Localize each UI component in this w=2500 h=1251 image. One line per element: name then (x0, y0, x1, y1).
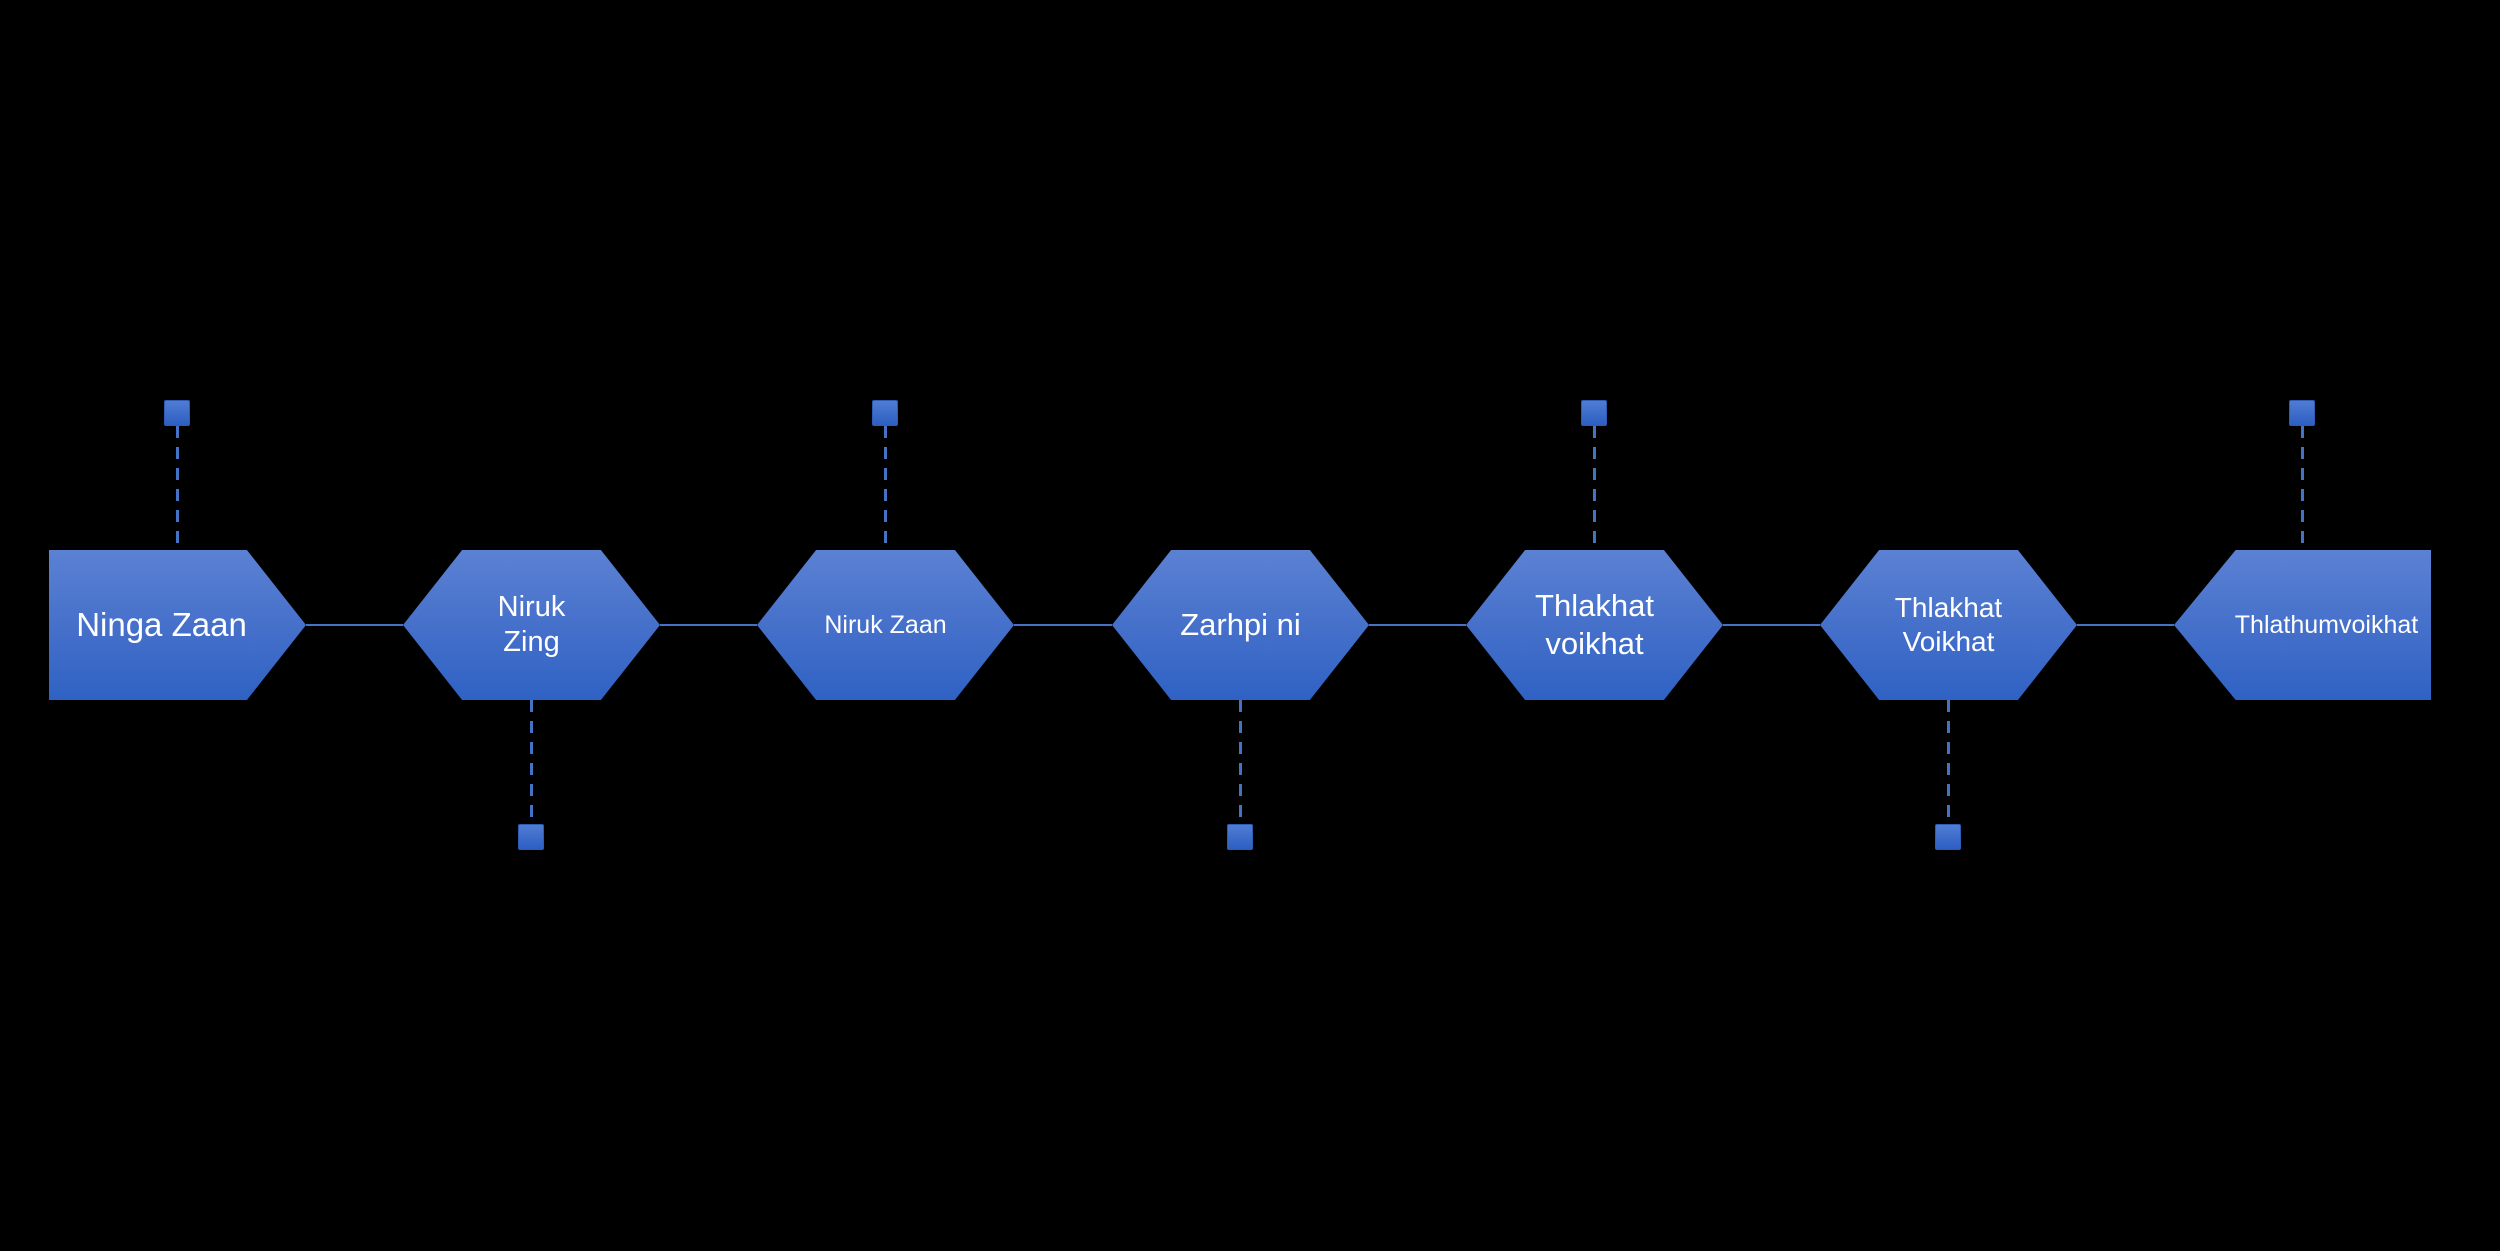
step-3-dashed-line (884, 426, 887, 550)
step-4-shape[interactable]: Zarhpi ni (1112, 550, 1369, 700)
step-4-dashed-line (1239, 700, 1242, 824)
connector-4-5 (1369, 624, 1466, 626)
step-6-dashed-line (1947, 700, 1950, 824)
step-3-label: Niruk Zaan (824, 610, 947, 639)
step-1-label: Ninga Zaan (76, 605, 247, 643)
connector-5-6 (1723, 624, 1820, 626)
step-6-label: Thlakhat (1894, 591, 2003, 623)
step-6-label-line2: Voikhat (1902, 626, 1995, 657)
step-7-label: Thlathumvoikhat (2234, 610, 2419, 639)
step-4-handle-square[interactable] (1227, 824, 1253, 850)
step-1-dashed-line (176, 426, 179, 550)
step-2-handle-square[interactable] (518, 824, 544, 850)
step-6-shape[interactable]: Thlakhat Voikhat (1820, 550, 2077, 700)
connector-6-7 (2077, 624, 2174, 626)
step-1-handle-square[interactable] (164, 400, 190, 426)
step-2-label: Niruk (497, 590, 566, 623)
step-5-shape[interactable]: Thlakhat voikhat (1466, 550, 1723, 700)
step-6-handle-square[interactable] (1935, 824, 1961, 850)
step-3-shape[interactable]: Niruk Zaan (757, 550, 1014, 700)
step-7-handle-square[interactable] (2289, 400, 2315, 426)
step-7-shape[interactable]: Thlathumvoikhat (2174, 550, 2431, 700)
connector-3-4 (1014, 624, 1112, 626)
step-5-dashed-line (1593, 426, 1596, 550)
connector-2-3 (660, 624, 757, 626)
step-4-label: Zarhpi ni (1180, 607, 1301, 643)
step-5-label-line2: voikhat (1545, 626, 1644, 661)
step-7-dashed-line (2301, 426, 2304, 550)
step-2-shape[interactable]: Niruk Zing (403, 550, 660, 700)
step-3-handle-square[interactable] (872, 400, 898, 426)
step-1-shape[interactable]: Ninga Zaan (49, 550, 306, 700)
connector-1-2 (306, 624, 403, 626)
step-2-dashed-line (530, 700, 533, 824)
step-2-label-line2: Zing (503, 626, 560, 658)
step-5-handle-square[interactable] (1581, 400, 1607, 426)
step-5-label: Thlakhat (1535, 588, 1654, 624)
